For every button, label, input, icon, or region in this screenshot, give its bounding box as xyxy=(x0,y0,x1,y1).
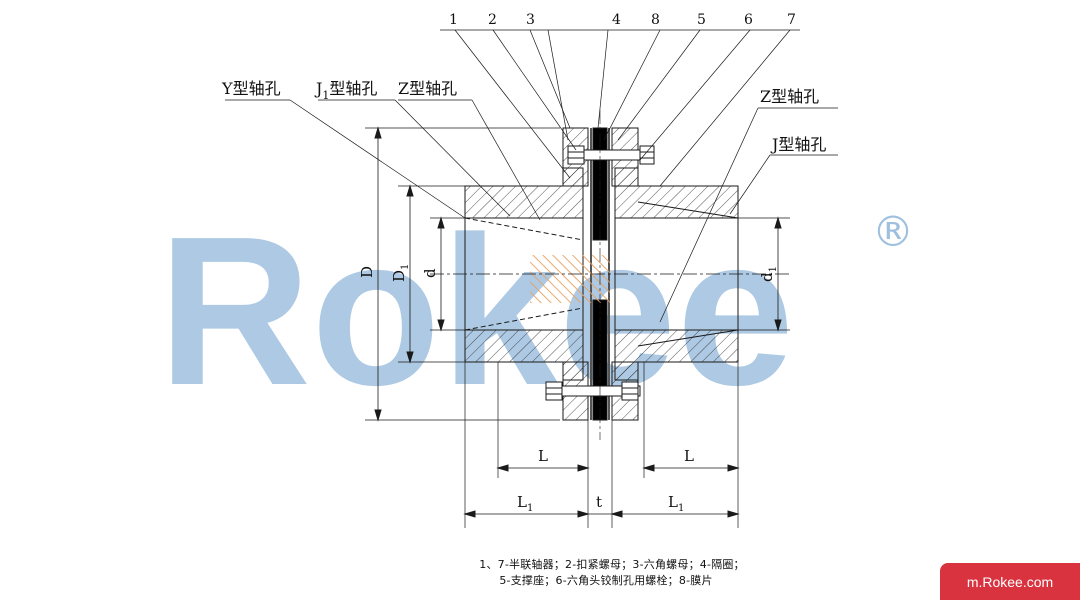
dim-d1: d1 xyxy=(758,266,779,282)
label-j-bore-right: J型轴孔 xyxy=(770,135,826,154)
top-nut-left xyxy=(567,145,585,165)
dim-L1-right: L1 xyxy=(668,493,684,514)
dim-t: t xyxy=(596,493,602,511)
label-y-bore: Y型轴孔 xyxy=(221,79,281,98)
part-number-5: 5 xyxy=(697,12,706,28)
part-number-3: 3 xyxy=(526,12,535,28)
dim-L-left: L xyxy=(538,447,548,465)
label-j1-bore: J1型轴孔 xyxy=(314,79,377,102)
dim-L-right: L xyxy=(684,447,694,465)
site-link-badge[interactable]: m.Rokee.com xyxy=(940,563,1080,600)
caption-line-1: 1、7-半联轴器；2-扣紧螺母；3-六角螺母；4-隔圈； xyxy=(479,558,745,571)
bottom-nut-left xyxy=(545,381,563,401)
label-z-bore-right: Z型轴孔 xyxy=(760,87,819,106)
watermark-registered-mark: ® xyxy=(872,207,914,256)
part-number-4: 4 xyxy=(612,12,621,28)
watermark-brand: Rokee xyxy=(158,192,794,429)
part-number-8: 8 xyxy=(651,12,660,28)
support-seat-accent xyxy=(530,255,610,303)
dim-D: D xyxy=(358,266,376,278)
dim-D1: D1 xyxy=(390,264,411,282)
top-nut-right xyxy=(639,145,655,165)
label-z-bore-left: Z型轴孔 xyxy=(398,79,457,98)
bottom-nut-right xyxy=(621,381,639,401)
part-number-2: 2 xyxy=(488,12,497,28)
part-number-6: 6 xyxy=(744,12,753,28)
part-number-1: 1 xyxy=(449,12,458,28)
caption-line-2: 5-支撑座；6-六角头铰制孔用螺栓；8-膜片 xyxy=(499,574,713,587)
dim-L1-left: L1 xyxy=(517,493,533,514)
part-number-7: 7 xyxy=(787,12,796,28)
dim-d: d xyxy=(421,268,439,278)
